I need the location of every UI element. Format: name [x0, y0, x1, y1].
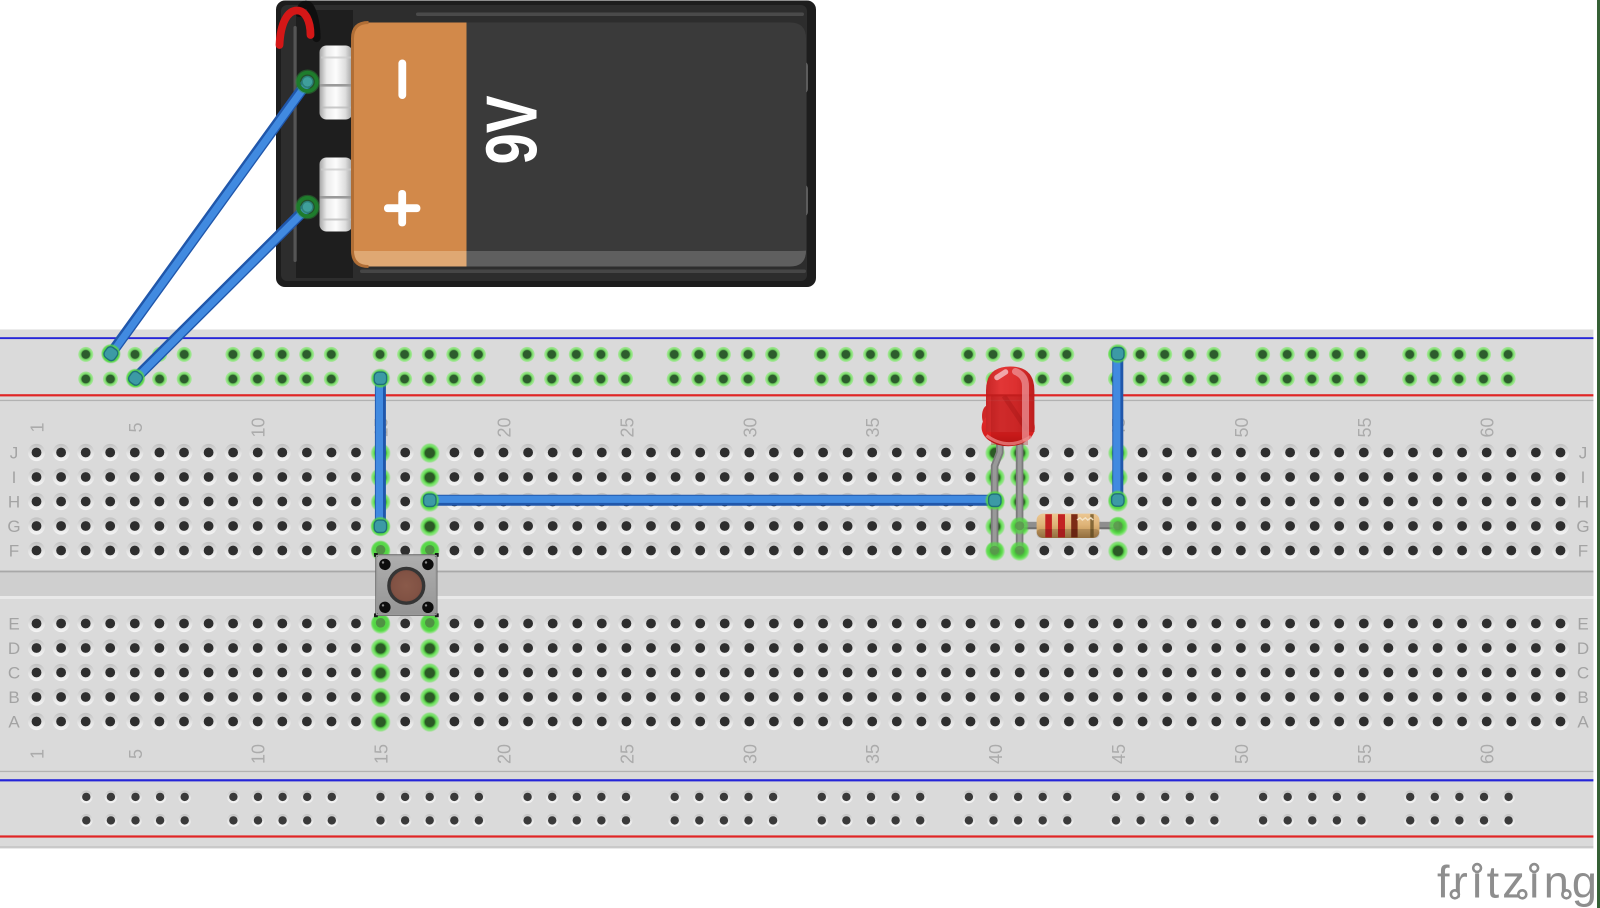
- svg-text:30: 30: [740, 744, 760, 764]
- svg-text:D: D: [8, 639, 20, 658]
- svg-text:B: B: [1577, 688, 1588, 707]
- svg-text:J: J: [1579, 444, 1588, 463]
- svg-text:60: 60: [1478, 744, 1498, 764]
- svg-text:I: I: [12, 468, 17, 487]
- svg-text:10: 10: [249, 417, 269, 437]
- svg-text:E: E: [1577, 615, 1588, 634]
- svg-text:I: I: [1581, 468, 1586, 487]
- svg-text:50: 50: [1232, 744, 1252, 764]
- svg-text:1: 1: [28, 749, 48, 759]
- svg-text:45: 45: [1109, 744, 1129, 764]
- svg-text:1: 1: [28, 422, 48, 432]
- svg-text:B: B: [8, 688, 19, 707]
- svg-text:55: 55: [1355, 744, 1375, 764]
- svg-text:E: E: [8, 615, 19, 634]
- svg-text:5: 5: [126, 422, 146, 432]
- svg-text:D: D: [1577, 639, 1589, 658]
- svg-text:F: F: [1578, 542, 1588, 561]
- svg-text:C: C: [8, 664, 20, 683]
- svg-text:60: 60: [1478, 417, 1498, 437]
- svg-text:A: A: [8, 713, 20, 732]
- svg-text:frıtzıng: frıtzıng: [1437, 857, 1600, 908]
- svg-text:30: 30: [740, 417, 760, 437]
- svg-text:40: 40: [986, 744, 1006, 764]
- svg-text:J: J: [10, 444, 19, 463]
- svg-text:25: 25: [617, 744, 637, 764]
- svg-text:H: H: [1577, 493, 1589, 512]
- svg-text:20: 20: [495, 417, 515, 437]
- svg-text:9V: 9V: [473, 96, 553, 165]
- svg-text:35: 35: [863, 744, 883, 764]
- svg-text:G: G: [1576, 517, 1589, 536]
- svg-text:35: 35: [863, 417, 883, 437]
- svg-text:F: F: [9, 542, 19, 561]
- svg-text:H: H: [8, 493, 20, 512]
- svg-text:55: 55: [1355, 417, 1375, 437]
- svg-text:A: A: [1577, 713, 1589, 732]
- svg-text:10: 10: [249, 744, 269, 764]
- svg-text:50: 50: [1232, 417, 1252, 437]
- svg-text:C: C: [1577, 664, 1589, 683]
- svg-text:25: 25: [617, 417, 637, 437]
- svg-text:5: 5: [126, 749, 146, 759]
- svg-text:20: 20: [495, 744, 515, 764]
- svg-text:G: G: [7, 517, 20, 536]
- svg-text:15: 15: [372, 744, 392, 764]
